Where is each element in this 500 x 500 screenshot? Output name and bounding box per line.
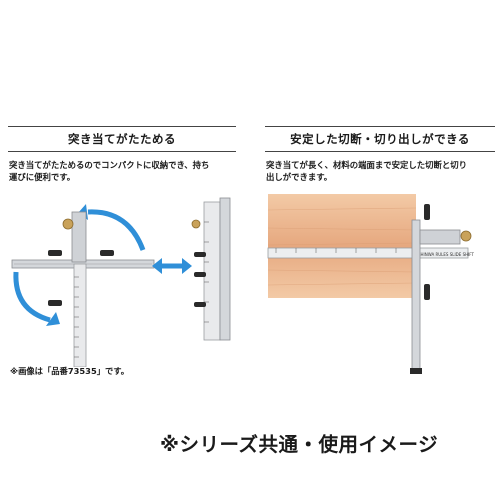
clamp-knobs	[424, 204, 430, 300]
description-line-1: 突き当てが長く、材料の端面まで安定した切断と切り	[266, 160, 467, 170]
panel-description-stable-cutting: 突き当てが長く、材料の端面まで安定した切断と切り 出しができます。	[265, 159, 495, 183]
brass-knob	[62, 218, 74, 230]
description-line-2: 運びに便利です。	[9, 172, 76, 182]
ruler-marking: SHINWA RULES SLIDE SHIFT	[418, 252, 475, 257]
panel-title-folding: 突き当てがたためる	[8, 126, 236, 152]
horizontal-ruler	[267, 247, 469, 259]
clamp-head	[419, 229, 461, 245]
panel-title-stable-cutting: 安定した切断・切り出しができる	[265, 126, 495, 152]
folded-brass-knob	[191, 219, 201, 229]
folded-tool-illustration	[191, 197, 231, 341]
panel-stable-cutting: 安定した切断・切り出しができる 突き当てが長く、材料の端面まで安定した切断と切り…	[265, 126, 495, 183]
stable-cutting-illustration: SHINWA RULES SLIDE SHIFT	[267, 194, 475, 374]
vertical-stop	[411, 219, 421, 371]
description-line-1: 突き当てがたためるのでコンパクトに収納でき、持ち	[9, 160, 210, 170]
description-line-2: 出しができます。	[266, 172, 333, 182]
clamp-knobs	[48, 250, 114, 306]
tagline-series-usage: ※シリーズ共通・使用イメージ	[160, 433, 439, 456]
panel-description-folding: 突き当てがたためるのでコンパクトに収納でき、持ち 運びに便利です。	[8, 159, 236, 183]
brass-knob	[460, 230, 472, 242]
arrowhead-lower	[46, 312, 60, 326]
double-arrow-icon	[152, 258, 192, 274]
folded-ruler	[203, 201, 221, 341]
vertical-stop	[71, 211, 87, 263]
panel-folding: 突き当てがたためる 突き当てがたためるのでコンパクトに収納でき、持ち 運びに便利…	[8, 126, 236, 183]
rotate-arrow-lower	[13, 271, 51, 323]
wood-board	[268, 194, 416, 298]
rotate-arrow-upper	[87, 209, 146, 251]
note-model-number: ※画像は「品番73535」です。	[10, 366, 130, 376]
stop-foot	[410, 368, 422, 374]
folding-tool-illustration	[11, 204, 155, 367]
folded-bar	[219, 197, 231, 341]
vertical-ruler	[73, 263, 87, 367]
